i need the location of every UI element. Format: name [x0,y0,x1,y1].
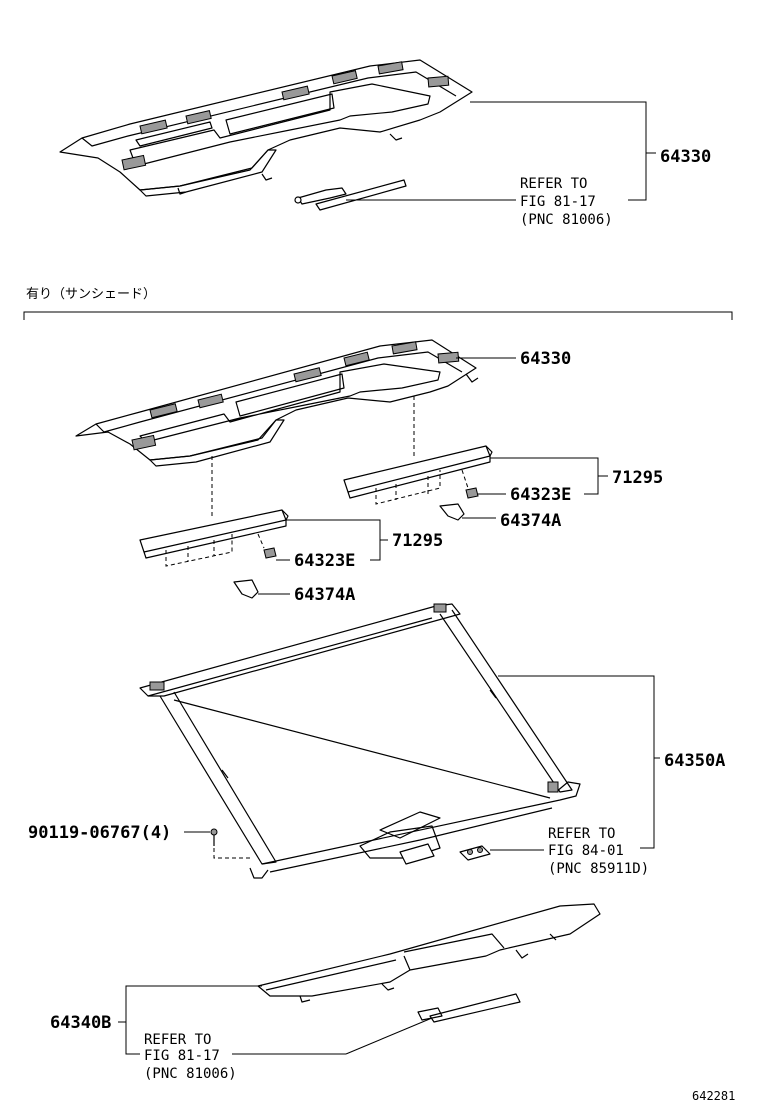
ref-bottom-line3: (PNC 81006) [144,1066,237,1082]
label-64330-mid: 64330 [520,349,571,369]
figure-number: 642281 [692,1089,735,1103]
section-note: 有り（サンシェード） [26,287,156,302]
ref-top-line1: REFER TO [520,176,587,192]
section-bracket [23,311,733,320]
label-64350A: 64350A [664,751,725,771]
ref-sunshade-line1: REFER TO [548,826,615,842]
label-screw: 90119-06767(4) [28,823,171,843]
screw-align [213,848,252,859]
lower-rail-drawing [417,993,521,1023]
trim-71295-left-drawing [139,509,289,599]
top-rail-drawing [294,179,407,211]
connector-85911D-drawing [459,845,491,861]
ref-top-line3: (PNC 81006) [520,212,613,228]
label-64323E-right: 64323E [510,485,571,505]
label-64374A-right: 64374A [500,511,561,531]
screw-drawing [210,828,218,846]
ref-bottom-line2: FIG 81-17 [144,1048,220,1064]
lower-trim-64340B-drawing [257,903,601,1003]
sunshade-assembly-drawing [139,603,581,879]
label-64374A-left: 64374A [294,585,355,605]
leader-64330-top [470,101,647,201]
ref-sunshade-line3: (PNC 85911D) [548,861,649,877]
leader-ref-bottom-diag [345,1017,433,1055]
top-package-tray-drawing [59,59,473,197]
mid-package-tray-drawing [75,339,479,467]
ref-bottom-line1: REFER TO [144,1032,211,1048]
label-71295-right: 71295 [612,468,663,488]
leader-64340B [125,985,262,1055]
label-64340B: 64340B [50,1013,111,1033]
label-71295-left: 71295 [392,531,443,551]
label-64330-top: 64330 [660,147,711,167]
leader-64350A [498,675,655,849]
ref-top-line2: FIG 81-17 [520,194,596,210]
label-64323E-left: 64323E [294,551,355,571]
trim-71295-right-drawing [343,445,493,521]
ref-sunshade-line2: FIG 84-01 [548,843,624,859]
